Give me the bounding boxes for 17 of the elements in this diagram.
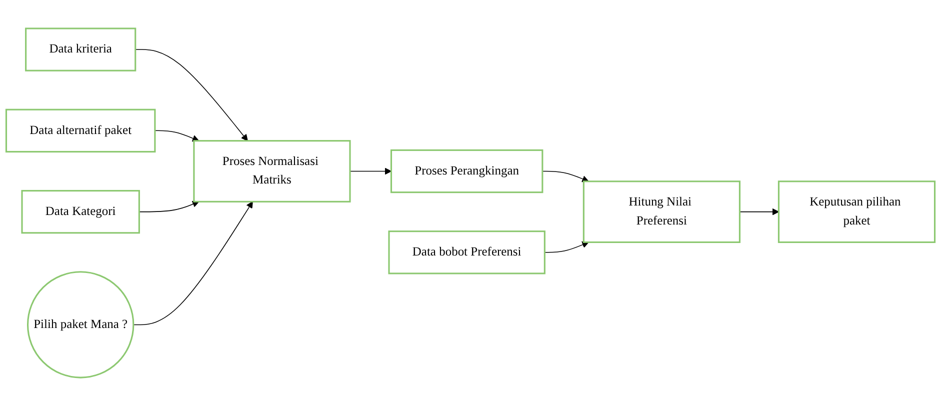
node-box: Data kriteria [25,28,136,72]
node-box: Data alternatif paket [5,108,156,153]
node-box: Proses Normalisasi Matriks [193,140,351,202]
arrow [544,241,589,253]
arrow [154,130,200,142]
arrow [350,168,392,175]
node-box: Hitung Nilai Preferensi [582,180,740,244]
node-box: Data bobot Preferensi [388,230,546,274]
arrow [739,208,780,216]
arrow [138,200,200,212]
node-circle: Pilih paket Mana ? [26,271,134,378]
node-box: Data Kategori [21,190,140,234]
node-box: Keputusan pilihan paket [778,180,936,244]
node-box: Proses Perangkingan [390,149,544,194]
arrow [133,201,253,326]
arrow [542,170,589,182]
arrow [134,49,248,142]
